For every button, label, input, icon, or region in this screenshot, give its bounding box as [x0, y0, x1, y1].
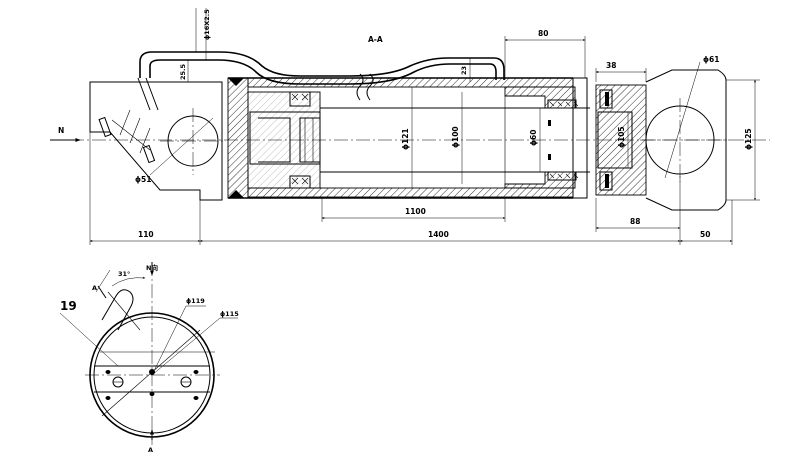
rod-end-length-dim: 80: [538, 29, 548, 38]
oil-pipe: ϕ16X2.5 25.5 23: [139, 8, 505, 85]
n-view-marker: N: [50, 126, 81, 142]
angle-label: 31°: [118, 270, 130, 278]
side-marker: N: [58, 126, 64, 135]
bore-inner-dim: ϕ100: [451, 126, 460, 148]
stroke-dim: 1100: [405, 207, 426, 216]
pin-dia-dim: ϕ61: [703, 55, 719, 64]
pipe-offset-dim: 25.5: [179, 63, 187, 80]
bore-outer-dim: ϕ121: [401, 128, 410, 150]
bottom-dims: 1100 110 1400 50 88: [89, 132, 733, 245]
base-hole-dim: ϕ51: [135, 175, 151, 184]
piston: [247, 91, 321, 189]
cut-mark-top: A: [92, 284, 97, 292]
cut-mark-bottom: A: [148, 446, 153, 454]
clevis-height-dim: ϕ125: [744, 128, 753, 150]
right-b-dim: 50: [700, 230, 710, 239]
outer-dia-label: ϕ119: [186, 297, 205, 305]
left-length-dim: 110: [138, 230, 154, 239]
top-dims: 80 38 A-A: [368, 29, 647, 82]
section-label: A-A: [368, 35, 383, 44]
right-a-dim: 88: [630, 217, 640, 226]
rod-end: ϕ61: [595, 55, 730, 211]
base-block: ϕ51: [89, 77, 226, 201]
pipe-dia-dim: ϕ16X2.5: [203, 9, 211, 40]
section-view: 19 31° N向 ϕ119 ϕ115 A A: [59, 262, 239, 454]
pipe-height-dim: 23: [460, 66, 468, 75]
inner-dia-label: ϕ115: [220, 310, 239, 318]
main-view: ϕ51 ϕ16X2.5 25.5 23: [50, 8, 770, 245]
diameter-dims: ϕ121 ϕ100 ϕ60 ϕ105 ϕ125: [401, 79, 760, 201]
rod-end-dia-dim: ϕ105: [617, 126, 626, 148]
gland: [504, 77, 588, 199]
clevis-width-dim: 38: [606, 61, 616, 70]
rod-dia-dim: ϕ60: [529, 130, 538, 146]
direction-label: N向: [146, 263, 158, 272]
part-number: 19: [60, 299, 77, 313]
total-length-dim: 1400: [428, 230, 449, 239]
